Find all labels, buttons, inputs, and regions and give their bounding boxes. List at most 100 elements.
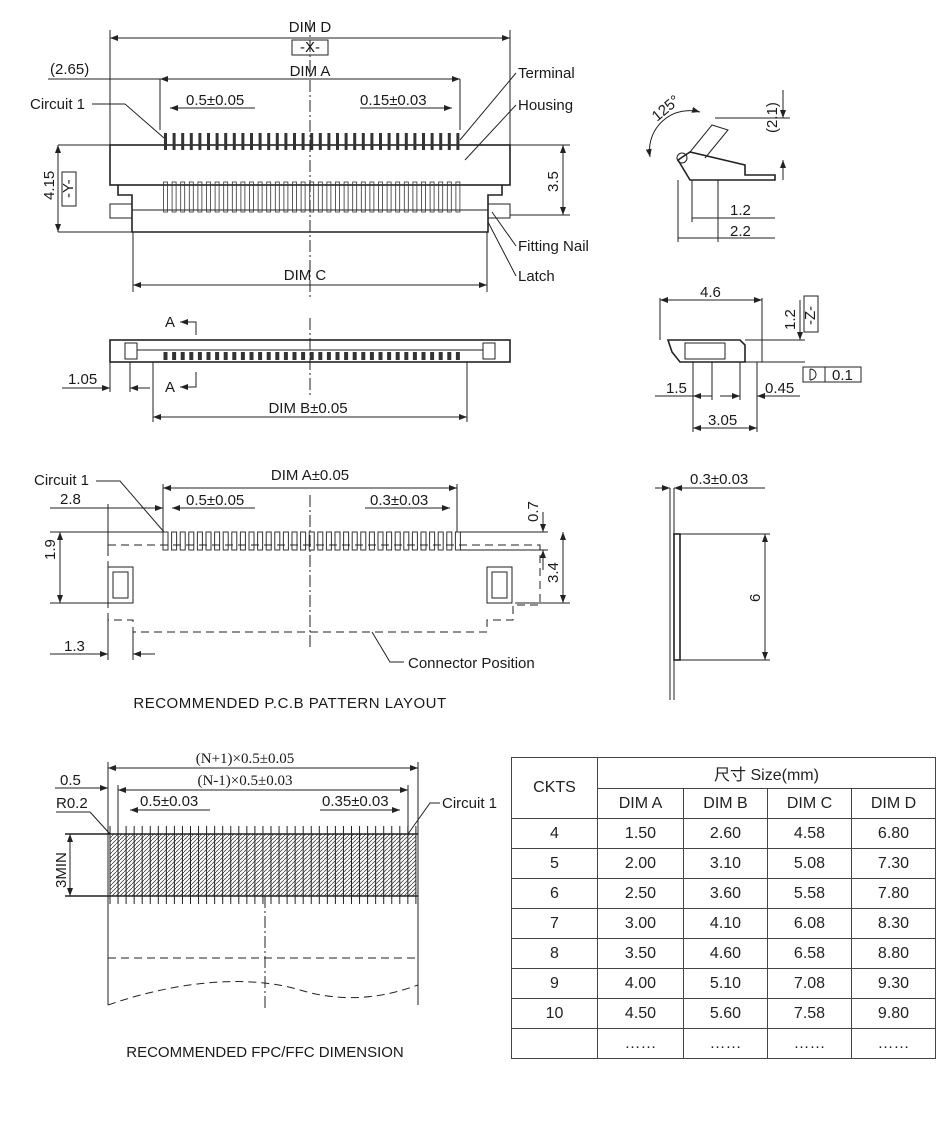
top-view: DIM D -X- DIM A (2.65) Circuit 1 0.5±0.0… [30, 19, 589, 300]
terminal-pin [198, 133, 202, 150]
terminal-contact [180, 181, 186, 213]
pcb-pad [188, 531, 195, 551]
front-pin [447, 352, 452, 360]
table-cell: …… [683, 1028, 768, 1059]
terminal-contact [300, 181, 306, 213]
terminal-contact [206, 181, 211, 213]
table-cell: 8 [511, 938, 598, 969]
side-22: 2.2 [730, 223, 751, 240]
table-cell: 4.58 [767, 818, 852, 849]
fpc-radius: R0.2 [56, 795, 88, 812]
fpc-contacts [109, 826, 417, 904]
terminal-contact [197, 181, 203, 213]
table-cell: 4.00 [597, 968, 684, 999]
actuator-21: (2.1) [764, 102, 781, 133]
front-pin [189, 352, 194, 360]
pcb-pad [454, 531, 461, 551]
fpc-inner: (N-1)×0.5±0.03 [197, 773, 292, 789]
front-pin [283, 352, 288, 360]
front-pin [369, 352, 374, 360]
terminal-contact [446, 181, 452, 213]
pcb-pad [300, 531, 307, 551]
terminal-contact [352, 181, 358, 213]
terminal-contact [163, 181, 168, 213]
table-cell: 7.58 [767, 998, 852, 1029]
front-pin [387, 352, 392, 360]
terminal-contact [335, 181, 340, 213]
pcb-layout: Circuit 1 DIM A±0.05 2.8 0.5±0.05 0.3±0.… [34, 467, 570, 712]
table-cell: 7.80 [851, 878, 936, 909]
terminal-contact [292, 181, 297, 213]
terminal-pin [215, 133, 219, 150]
terminal-pin [396, 133, 400, 150]
table-row: …………………… [511, 1028, 936, 1059]
terminal-contact [231, 181, 237, 213]
terminal-pin [456, 133, 460, 150]
table-cell: 4.50 [597, 998, 684, 1029]
terminal-pin [318, 133, 322, 150]
table-cell: …… [597, 1028, 684, 1059]
pcb-pad [351, 531, 358, 551]
pcb-pad [368, 531, 375, 551]
pcb-pad [317, 531, 324, 551]
terminal-contact [369, 181, 375, 213]
pcb-pad [325, 531, 332, 551]
pcb-pad [446, 531, 453, 551]
terminal-pin [258, 133, 262, 150]
table-cell: 9.80 [851, 998, 936, 1029]
terminal-pin [241, 133, 245, 150]
table-cell [511, 1028, 598, 1059]
front-pin [163, 352, 168, 360]
fpc-title: RECOMMENDED FPC/FFC DIMENSION [126, 1044, 404, 1061]
terminal-pin [284, 133, 288, 150]
table-cell: 3.10 [683, 848, 768, 879]
table-cell: 3.60 [683, 878, 768, 909]
front-pin [455, 352, 460, 360]
connector-position-label: Connector Position [408, 655, 535, 672]
terminal-pin [164, 133, 167, 150]
terminal-pin [172, 133, 176, 150]
terminal-pin [379, 133, 382, 150]
terminal-contact [343, 181, 349, 213]
table-cell: 9 [511, 968, 598, 999]
fitting-nail-label: Fitting Nail [518, 238, 589, 255]
offset-105: 1.05 [68, 371, 97, 388]
front-pin [223, 352, 228, 360]
pcb-pad [360, 531, 367, 551]
front-pin [404, 352, 409, 360]
front-pin [258, 352, 263, 360]
terminal-contact [223, 181, 229, 213]
terminal-contact [274, 181, 280, 213]
terminal-pin [301, 133, 305, 150]
terminal-pin [404, 133, 408, 150]
front-pin [326, 352, 331, 360]
pcb-pad [420, 531, 427, 551]
terminal-pin [250, 133, 253, 150]
terminal-contact [386, 181, 392, 213]
side-12: 1.2 [730, 202, 751, 219]
angle-125: 125° [649, 92, 684, 125]
pcb-pad [282, 531, 289, 551]
front-pin [352, 352, 357, 360]
terminal-contact [171, 181, 177, 213]
terminal-pin [224, 133, 228, 150]
terminal-contact [412, 181, 418, 213]
dim-c-label: DIM C [284, 267, 327, 284]
stiffener-view: 0.3±0.03 6 [655, 471, 770, 700]
table-cell: 9.30 [851, 968, 936, 999]
terminal-contact [240, 181, 246, 213]
front-pin [249, 352, 254, 360]
table-cell: 7.08 [767, 968, 852, 999]
dim-b-label: DIM B±0.05 [268, 400, 347, 417]
table-cell: …… [767, 1028, 852, 1059]
depth-35: 3.5 [545, 171, 562, 192]
pcb-pad [386, 531, 393, 551]
terminal-contact [429, 181, 435, 213]
section-045: 0.45 [765, 380, 794, 397]
terminal-pin [336, 133, 339, 150]
